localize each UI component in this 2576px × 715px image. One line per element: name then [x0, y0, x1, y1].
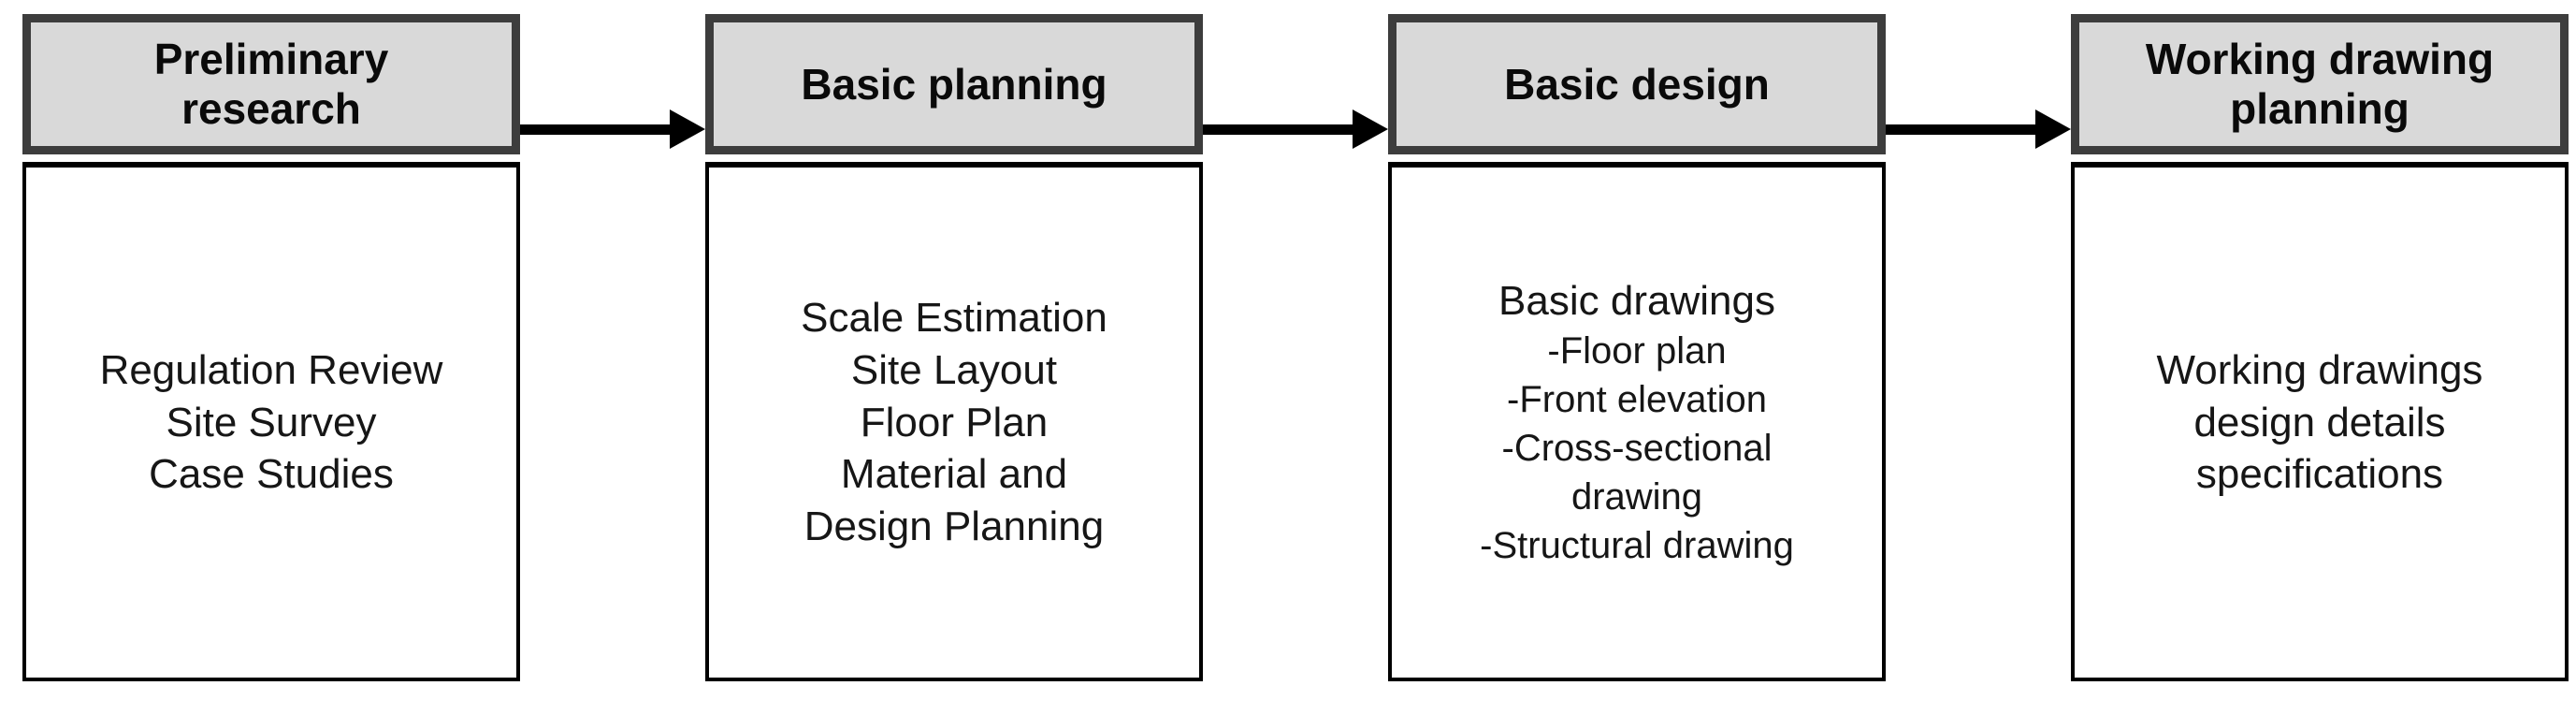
arrow-right-icon — [1886, 109, 2071, 150]
body-subitem: -Structural drawing — [1480, 525, 1794, 567]
arrow-right-icon — [1203, 109, 1388, 150]
arrow-shaft — [520, 124, 670, 135]
body-subitem: drawing — [1570, 476, 1703, 518]
stage-body-basic-planning: Scale Estimation Site Layout Floor Plan … — [705, 162, 1203, 681]
arrow-head — [670, 109, 705, 149]
body-subitem: -Floor plan — [1547, 330, 1727, 372]
body-line: Case Studies — [149, 451, 394, 498]
stage-title: Basic design — [1504, 59, 1770, 109]
connector-3 — [1886, 14, 2071, 681]
arrow-shaft — [1886, 124, 2035, 135]
body-line: specifications — [2195, 451, 2444, 498]
stage-preliminary-research: Preliminary research Regulation Review S… — [22, 14, 520, 681]
body-subitem: -Front elevation — [1507, 379, 1767, 421]
stage-body-working-drawing-planning: Working drawings design details specific… — [2071, 162, 2569, 681]
body-line: Scale Estimation — [801, 294, 1107, 341]
stage-body-preliminary-research: Regulation Review Site Survey Case Studi… — [22, 162, 520, 681]
body-subitem: -Cross-sectional — [1501, 428, 1773, 470]
stage-working-drawing-planning: Working drawing planning Working drawing… — [2071, 14, 2569, 681]
stage-basic-design: Basic design Basic drawings -Floor plan … — [1388, 14, 1886, 681]
flow-row: Preliminary research Regulation Review S… — [22, 14, 2569, 681]
stage-basic-planning: Basic planning Scale Estimation Site Lay… — [705, 14, 1203, 681]
arrow-shaft — [1203, 124, 1353, 135]
stage-header-basic-planning: Basic planning — [705, 14, 1203, 154]
connector-2 — [1203, 14, 1388, 681]
body-line: design details — [2193, 399, 2446, 445]
connector-1 — [520, 14, 705, 681]
stage-title: Basic planning — [801, 59, 1107, 109]
stage-body-basic-design: Basic drawings -Floor plan -Front elevat… — [1388, 162, 1886, 681]
body-lead-line: Basic drawings — [1498, 277, 1775, 324]
stage-header-basic-design: Basic design — [1388, 14, 1886, 154]
body-line: Regulation Review — [99, 346, 443, 393]
body-line: Site Survey — [166, 399, 377, 445]
arrow-head — [2035, 109, 2071, 149]
stage-title: Working drawing planning — [2145, 35, 2495, 133]
stage-header-working-drawing-planning: Working drawing planning — [2071, 14, 2569, 154]
arrow-head — [1353, 109, 1388, 149]
body-line: Floor Plan — [860, 399, 1049, 445]
stage-title: Preliminary research — [153, 35, 389, 133]
body-line: Site Layout — [850, 346, 1058, 393]
arrow-right-icon — [520, 109, 705, 150]
stage-header-preliminary-research: Preliminary research — [22, 14, 520, 154]
body-line: Material and — [840, 451, 1068, 498]
body-line: Working drawings — [2156, 346, 2483, 393]
body-line: Design Planning — [803, 503, 1105, 550]
